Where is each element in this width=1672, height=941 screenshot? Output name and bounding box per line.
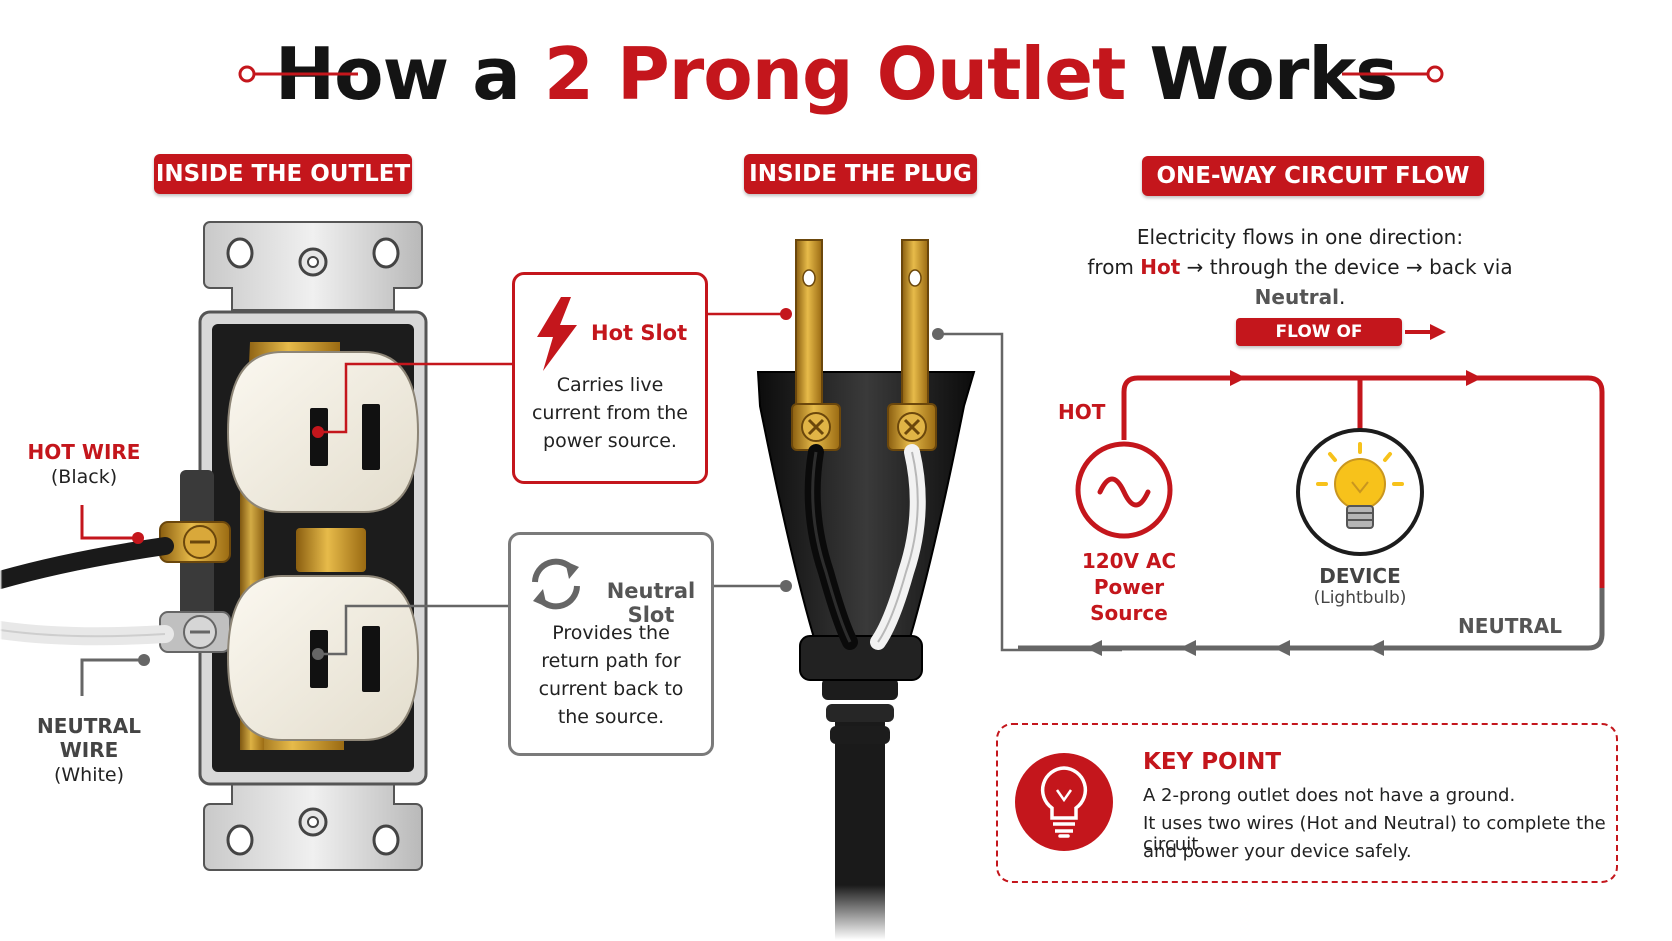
neutral-slot-description: Provides the return path for current bac…	[511, 619, 711, 731]
flow-description: Electricity flows in one direction: from…	[1040, 222, 1560, 312]
key-point-line: A 2-prong outlet does not have a ground.	[1143, 785, 1516, 806]
hot-wire-title: HOT WIRE	[27, 440, 141, 464]
outlet-leader-lines	[80, 362, 512, 696]
hot-wire-label: HOT WIRE (Black)	[24, 440, 144, 488]
neutral-slot-line: the source.	[557, 706, 665, 728]
outlet-receptacle-bottom	[226, 575, 420, 741]
neutral-slot-line: current back to	[538, 678, 684, 700]
hot-slot-line: power source.	[543, 430, 677, 452]
device-title: DEVICE	[1319, 564, 1401, 588]
outlet-wires	[0, 537, 174, 660]
flow-desc-end: .	[1338, 285, 1346, 309]
circuit-hot-label: HOT	[1058, 400, 1106, 424]
circuit-neutral-label: NEUTRAL	[1458, 614, 1562, 638]
title-right-rule	[1342, 65, 1444, 83]
flow-desc-hot: Hot	[1140, 255, 1181, 279]
device-subtitle: (Lightbulb)	[1313, 588, 1407, 608]
hot-slot-line: current from the	[531, 402, 689, 424]
power-source-label: 120V AC Power Source	[1054, 548, 1204, 626]
key-point-line: and power your device safely.	[1143, 841, 1412, 862]
flow-desc-neutral: Neutral	[1254, 285, 1339, 309]
key-point-line: It uses two wires (Hot and Neutral) to c…	[1143, 813, 1606, 855]
key-point-box: KEY POINT A 2-prong outlet does not have…	[996, 723, 1618, 883]
key-point-title: KEY POINT	[1143, 749, 1282, 775]
flow-description-line-2: from Hot → through the device → back via…	[1040, 252, 1560, 312]
neutral-slot-callout: Neutral Slot Provides the return path fo…	[508, 532, 714, 756]
hot-slot-title: Hot Slot	[591, 321, 688, 345]
flow-description-line-1: Electricity flows in one direction:	[1136, 225, 1464, 249]
device-label: DEVICE (Lightbulb)	[1290, 564, 1430, 608]
section-inside-plug: INSIDE THE PLUG	[744, 154, 977, 194]
flow-desc-from: from	[1087, 255, 1141, 279]
neutral-slot-line: Provides the	[552, 622, 670, 644]
hot-wire-color: (Black)	[50, 466, 118, 488]
power-source-voltage: 120V AC	[1081, 549, 1177, 573]
lightning-bolt-icon	[537, 297, 577, 371]
power-source-name: Power Source	[1090, 575, 1168, 625]
circuit-diagram	[1018, 324, 1605, 656]
title-left-rule	[238, 65, 358, 83]
hot-slot-line: Carries live	[556, 374, 664, 396]
neutral-slot-line: return path for	[541, 650, 681, 672]
neutral-wire-title: NEUTRAL WIRE	[37, 714, 141, 762]
hot-slot-callout: Hot Slot Carries live current from the p…	[512, 272, 708, 484]
neutral-wire-color: (White)	[53, 764, 125, 786]
neutral-slot-title: Neutral Slot	[606, 579, 696, 627]
title-part-2: 2 Prong Outlet	[543, 32, 1127, 116]
flow-of-current-badge: FLOW OF CURRENT	[1236, 318, 1402, 370]
key-point-lightbulb-icon	[1015, 753, 1113, 851]
plug-illustration	[756, 239, 976, 940]
section-circuit-flow: ONE-WAY CIRCUIT FLOW	[1142, 156, 1484, 196]
flow-desc-mid: → through the device → back via	[1180, 255, 1513, 279]
neutral-wire-label: NEUTRAL WIRE (White)	[14, 714, 164, 786]
hot-slot-description: Carries live current from the power sour…	[515, 371, 705, 455]
section-inside-outlet: INSIDE THE OUTLET	[154, 154, 412, 194]
outlet-illustration	[159, 221, 428, 871]
refresh-cycle-icon	[532, 558, 580, 610]
